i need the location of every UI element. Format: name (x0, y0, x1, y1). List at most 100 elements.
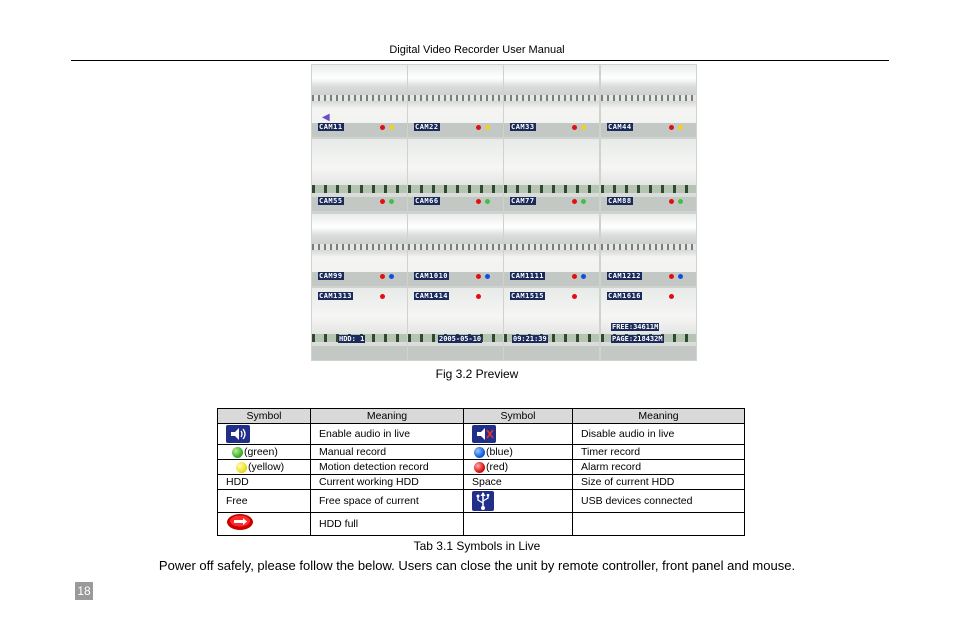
scene-detail (601, 185, 696, 193)
scene-detail (408, 95, 503, 101)
record-status-dot (669, 125, 674, 130)
record-status-dot (485, 125, 490, 130)
page-number: 18 (75, 582, 93, 600)
record-status-dot (380, 274, 385, 279)
camera-tile[interactable]: CAM44 (601, 65, 696, 137)
camera-label: CAM1010 (414, 272, 450, 280)
date-overlay: 2005-05-10 (438, 335, 483, 343)
camera-tile[interactable]: CAM66 (408, 139, 503, 211)
camera-tile[interactable]: CAM99 (312, 214, 407, 286)
camera-tile[interactable]: CAM11◀ (312, 65, 407, 137)
scene-floor (601, 346, 696, 360)
symbol-cell: (blue) (463, 444, 573, 460)
record-status-dot (389, 125, 394, 130)
scene-detail (312, 185, 407, 193)
table-row: (green) Manual record (blue) Timer recor… (217, 444, 745, 460)
symbol-cell: (green) (217, 444, 311, 460)
camera-tile[interactable]: CAM88 (601, 139, 696, 211)
record-status-dot (476, 199, 481, 204)
symbol-cell (217, 512, 311, 536)
record-status-dot (669, 294, 674, 299)
camera-tile[interactable]: CAM77 (504, 139, 599, 211)
camera-tile[interactable]: CAM33 (504, 65, 599, 137)
table-header-row: Symbol Meaning Symbol Meaning (217, 408, 745, 424)
meaning-cell: Enable audio in live (310, 423, 464, 445)
camera-tile[interactable]: CAM1010 (408, 214, 503, 286)
scene-floor (312, 346, 407, 360)
symbol-cell: Space (463, 474, 573, 490)
page-header-title: Digital Video Recorder User Manual (389, 44, 565, 56)
header-symbol: Symbol (217, 408, 311, 424)
scene-detail (504, 185, 599, 193)
camera-label: CAM1616 (607, 292, 643, 300)
scene-detail (408, 185, 503, 193)
symbol-text: (green) (244, 446, 278, 458)
symbol-text: (blue) (486, 446, 513, 458)
header-meaning: Meaning (310, 408, 464, 424)
camera-label: CAM77 (510, 197, 536, 205)
record-status-dot (678, 125, 683, 130)
record-status-dot (485, 199, 490, 204)
record-status-dot (678, 199, 683, 204)
camera-tile[interactable]: CAM1212 (601, 214, 696, 286)
table-row: HDD full (217, 512, 745, 536)
blue-dot-icon (474, 446, 485, 458)
record-status-dot (572, 199, 577, 204)
camera-label: CAM44 (607, 123, 633, 131)
table-row: HDD Current working HDD Space Size of cu… (217, 474, 745, 490)
speaker-icon: ◀ (322, 112, 330, 123)
meaning-cell: Free space of current (310, 489, 464, 513)
camera-label: CAM1515 (510, 292, 546, 300)
scene-detail (408, 244, 503, 250)
header-meaning-2: Meaning (572, 408, 745, 424)
time-overlay: 09:21:39 (512, 335, 548, 343)
meaning-cell: Disable audio in live (572, 423, 745, 445)
symbol-cell: HDD (217, 474, 311, 490)
record-status-dot (380, 294, 385, 299)
symbol-text: (yellow) (248, 461, 285, 473)
scene-detail (504, 95, 599, 101)
record-status-dot (380, 199, 385, 204)
camera-label: CAM55 (318, 197, 344, 205)
hdd-overlay: HDD: 1 (338, 335, 366, 343)
camera-tile[interactable]: CAM22 (408, 65, 503, 137)
usb-icon (472, 491, 494, 511)
record-status-dot (581, 199, 586, 204)
table-row: Enable audio in live Disable audio in li… (217, 423, 745, 445)
record-status-dot (669, 199, 674, 204)
record-status-dot (389, 199, 394, 204)
space-overlay: PAGE:218432M (611, 335, 664, 343)
camera-tile[interactable]: CAM1515 09:21:39 (504, 288, 599, 360)
speaker-muted-icon (472, 425, 496, 443)
symbol-text: (red) (486, 461, 509, 473)
record-status-dot (669, 274, 674, 279)
meaning-cell (572, 512, 745, 536)
camera-label: CAM1313 (318, 292, 354, 300)
record-status-dot (476, 274, 481, 279)
record-status-dot (678, 274, 683, 279)
hdd-full-icon (226, 513, 254, 535)
camera-tile[interactable]: CAM1111 (504, 214, 599, 286)
scene-detail (312, 95, 407, 101)
scene-detail (601, 244, 696, 250)
header-symbol-2: Symbol (463, 408, 573, 424)
camera-tile[interactable]: CAM55 (312, 139, 407, 211)
camera-label: CAM33 (510, 123, 536, 131)
scene-floor (408, 346, 503, 360)
meaning-cell: HDD full (310, 512, 464, 536)
record-status-dot (485, 274, 490, 279)
meaning-cell: Current working HDD (310, 474, 464, 490)
speaker-icon (226, 425, 250, 443)
symbol-cell: (yellow) (217, 459, 311, 475)
symbols-table: Symbol Meaning Symbol Meaning Enable aud… (217, 408, 745, 536)
scene-detail (601, 95, 696, 101)
free-space-overlay: FREE:34611M (611, 323, 660, 331)
meaning-cell: Size of current HDD (572, 474, 745, 490)
record-status-dot (572, 125, 577, 130)
scene-floor (504, 346, 599, 360)
camera-label: CAM66 (414, 197, 440, 205)
